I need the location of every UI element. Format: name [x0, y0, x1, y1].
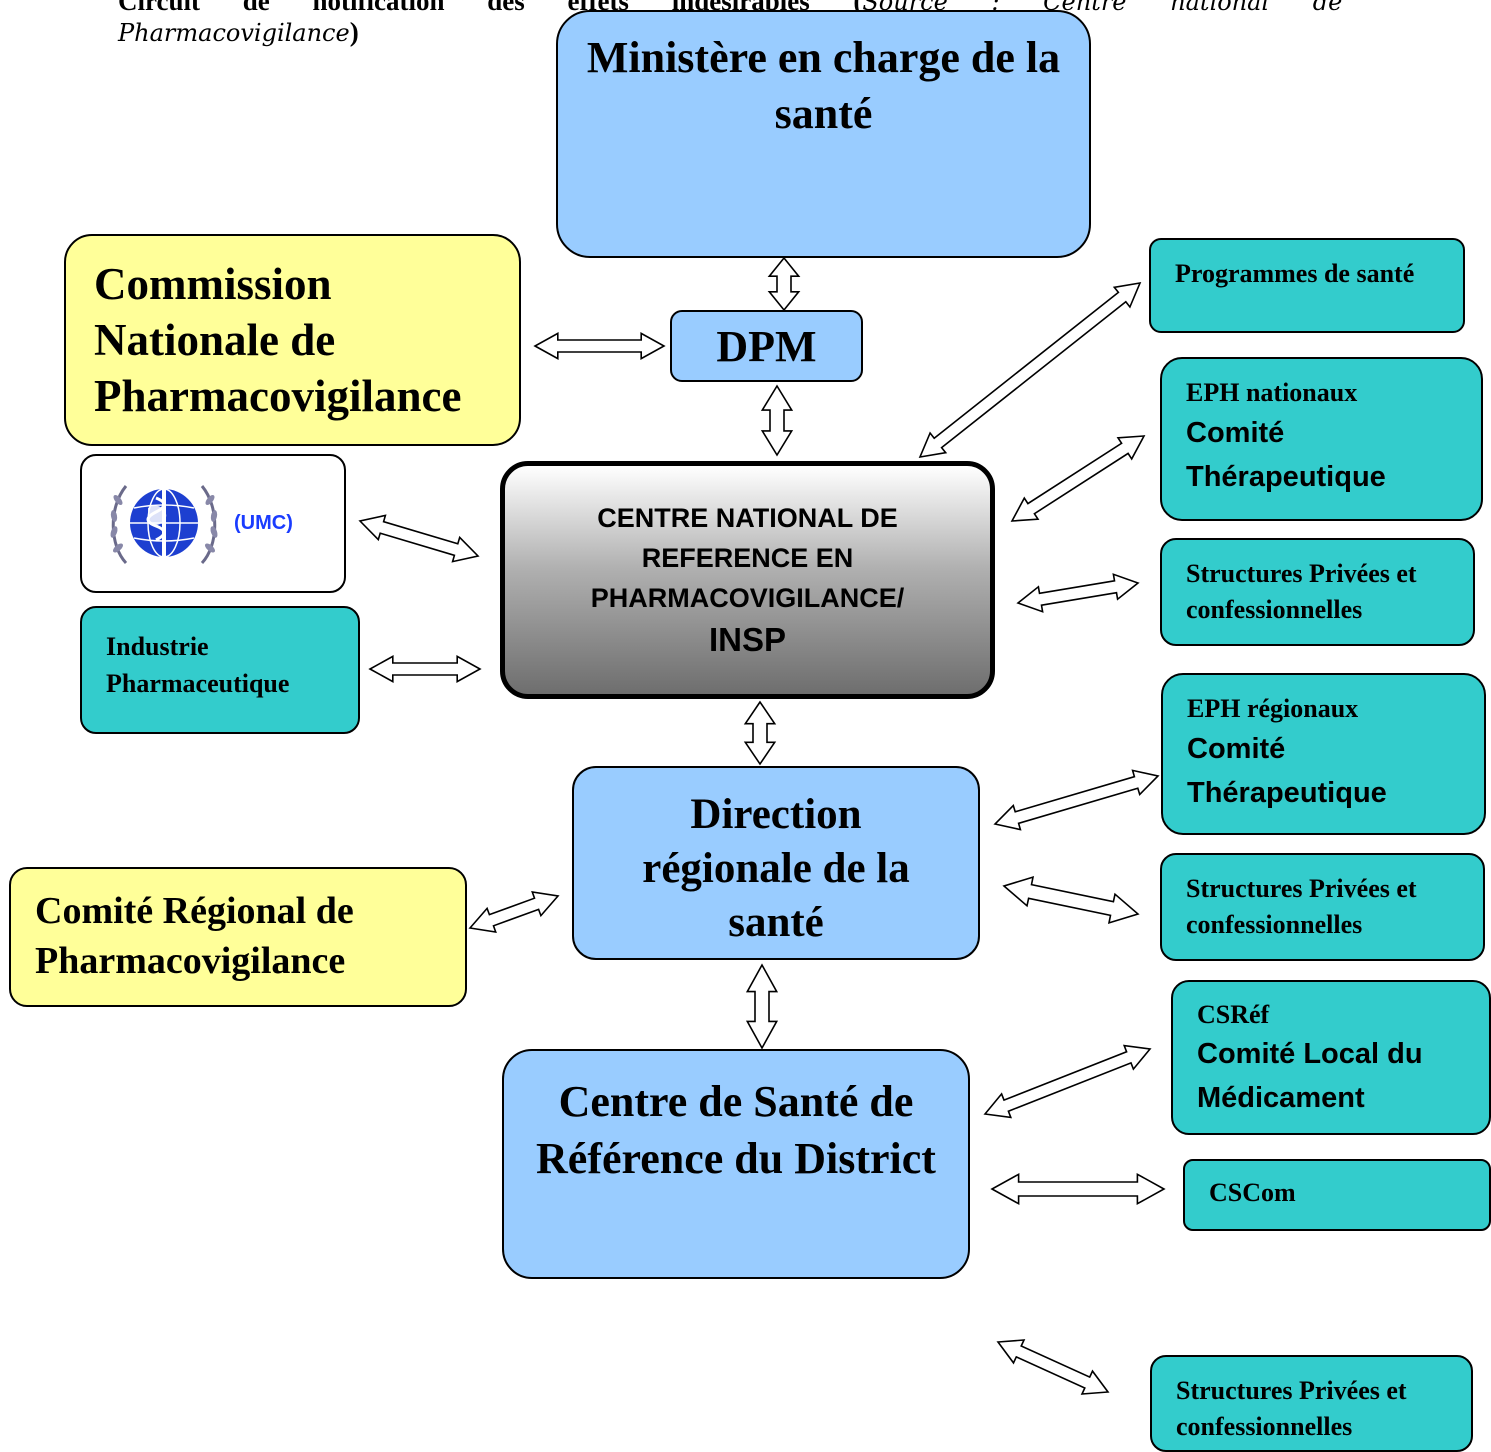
arrow-cnr-direction — [743, 700, 777, 766]
box-cscom: CSCom — [1183, 1159, 1491, 1231]
arrow-umc-cnr — [358, 514, 480, 563]
box-programmes-sante: Programmes de santé — [1149, 238, 1465, 333]
direction-regionale-label: Direction régionale de la santé — [642, 791, 910, 946]
who-emblem-icon — [110, 482, 218, 566]
arrow-struct1-cnr — [1016, 573, 1140, 613]
box-centre-national-reference: CENTRE NATIONAL DE REFERENCE EN PHARMACO… — [500, 461, 995, 699]
cnr-line4: INSP — [708, 621, 787, 658]
box-ministere: Ministère en charge de la santé — [556, 10, 1091, 258]
structures-privees-2-label: Structures Privées et confessionnelles — [1186, 874, 1417, 939]
cnr-line1: CENTRE NATIONAL DE — [597, 503, 898, 533]
arrow-comite-regional-direction — [468, 891, 560, 933]
ministere-label: Ministère en charge de la santé — [586, 33, 1061, 138]
caption-paren-open: ( — [853, 0, 863, 16]
arrow-eph-nationaux-cnr — [1010, 435, 1146, 522]
industrie-label: Industrie Pharmaceutique — [106, 632, 290, 698]
box-comite-regional: Comité Régional de Pharmacovigilance — [9, 867, 467, 1007]
eph-nationaux-title: EPH nationaux — [1186, 378, 1358, 407]
box-structures-privees-2: Structures Privées et confessionnelles — [1160, 853, 1485, 961]
comite-regional-label: Comité Régional de Pharmacovigilance — [35, 890, 354, 982]
box-umc: (UMC) — [80, 454, 346, 593]
arrow-ministere-dpm — [767, 256, 801, 312]
caption-paren-close: ) — [349, 17, 359, 47]
arrow-eph-regionaux-direction — [993, 769, 1160, 831]
cscom-label: CSCom — [1209, 1178, 1296, 1207]
box-structures-privees-1: Structures Privées et confessionnelles — [1160, 538, 1475, 646]
cnr-line2: REFERENCE EN — [641, 543, 854, 573]
box-centre-sante-reference: Centre de Santé de Référence du District — [502, 1049, 970, 1279]
arrow-programmes-cnr — [918, 281, 1142, 459]
box-structures-privees-3: Structures Privées et confessionnelles — [1150, 1355, 1473, 1452]
arrow-cscom-centre-sante — [990, 1172, 1166, 1206]
commission-nationale-label: Commission Nationale de Pharmacovigilanc… — [94, 259, 462, 421]
arrow-commission-dpm — [533, 332, 666, 360]
arrow-struct2-direction — [1002, 875, 1140, 925]
centre-sante-reference-label: Centre de Santé de Référence du District — [536, 1077, 936, 1183]
arrow-dpm-cnr — [760, 384, 794, 457]
eph-nationaux-subtitle: Comité Thérapeutique — [1186, 417, 1386, 493]
arrow-struct3-centre-sante — [996, 1339, 1110, 1395]
structures-privees-3-label: Structures Privées et confessionnelles — [1176, 1376, 1407, 1441]
cnr-line3: PHARMACOVIGILANCE/ — [590, 583, 905, 613]
arrow-direction-centre-sante — [745, 963, 779, 1050]
eph-regionaux-title: EPH régionaux — [1187, 694, 1359, 723]
arrow-csref-centre-sante — [983, 1044, 1152, 1119]
dpm-label: DPM — [716, 321, 817, 371]
caption-source-cont: Pharmacovigilance — [118, 19, 350, 47]
box-industrie-pharmaceutique: Industrie Pharmaceutique — [80, 606, 360, 734]
umc-label: (UMC) — [234, 512, 293, 534]
box-dpm: DPM — [670, 310, 863, 382]
box-commission-nationale: Commission Nationale de Pharmacovigilanc… — [64, 234, 521, 446]
box-eph-nationaux: EPH nationaux Comité Thérapeutique — [1160, 357, 1483, 521]
eph-regionaux-subtitle: Comité Thérapeutique — [1187, 733, 1387, 809]
arrow-industrie-cnr — [368, 655, 482, 683]
box-direction-regionale: Direction régionale de la santé — [572, 766, 980, 960]
structures-privees-1-label: Structures Privées et confessionnelles — [1186, 559, 1417, 624]
box-eph-regionaux: EPH régionaux Comité Thérapeutique — [1161, 673, 1486, 835]
csref-subtitle: Comité Local du Médicament — [1197, 1038, 1423, 1114]
box-csref: CSRéf Comité Local du Médicament — [1171, 980, 1491, 1135]
programmes-label: Programmes de santé — [1175, 259, 1415, 288]
csref-title: CSRéf — [1197, 1000, 1270, 1029]
